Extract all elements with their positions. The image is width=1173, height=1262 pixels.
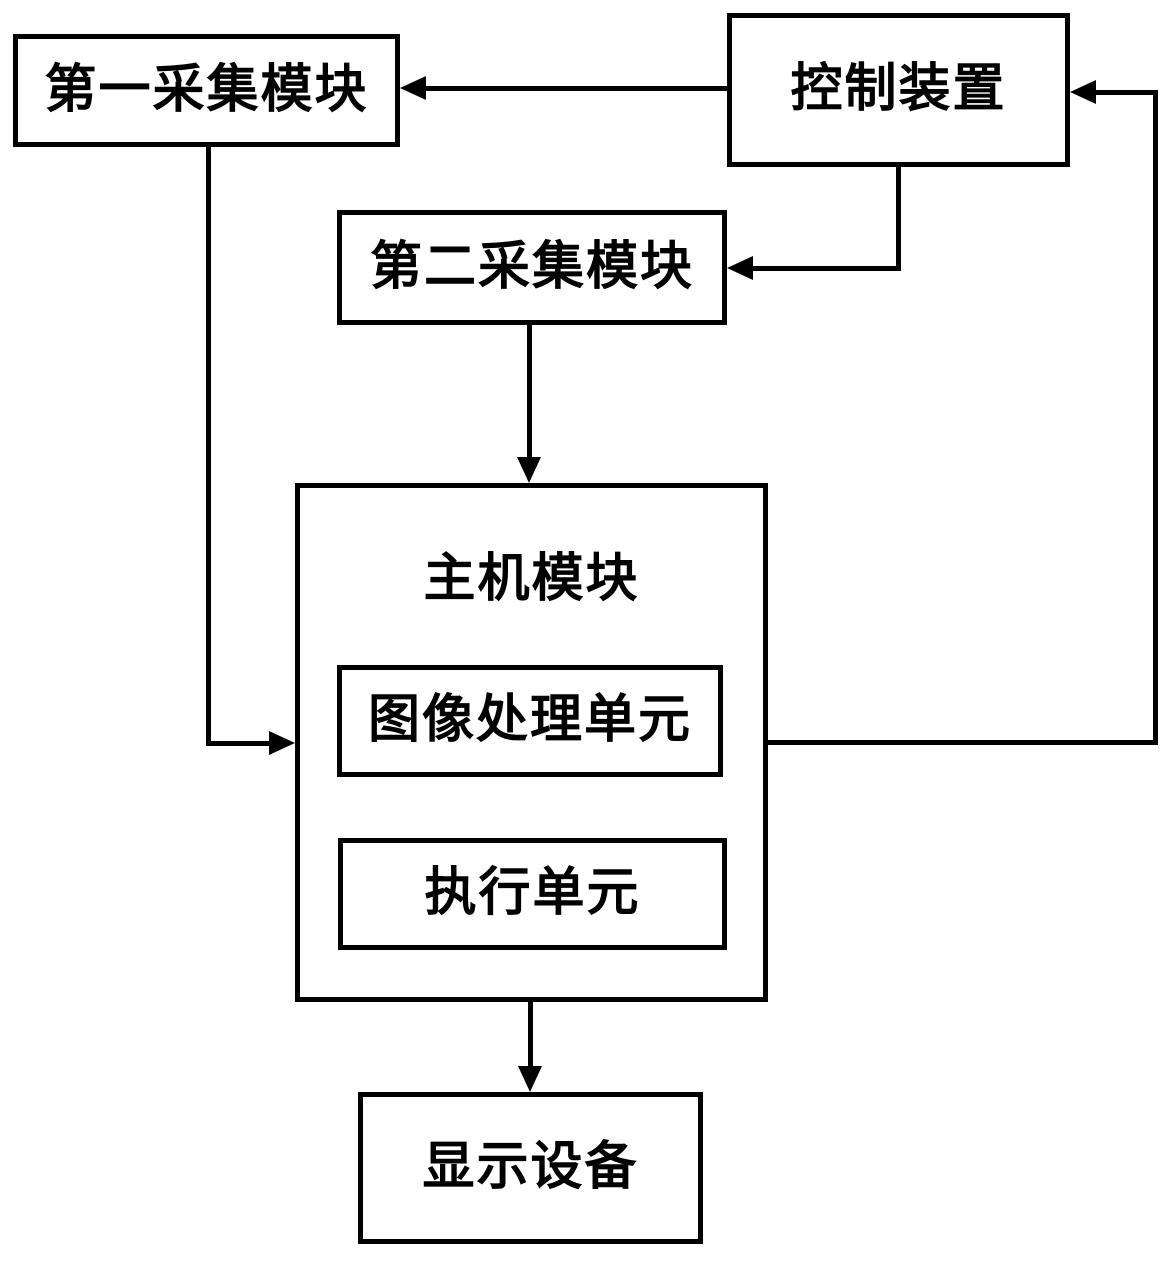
execution-unit-box: 执行单元 xyxy=(338,838,727,950)
arrow-first-to-host-head-icon xyxy=(269,731,295,755)
host-module-label-row: 主机模块 xyxy=(300,550,763,608)
arrow-host-to-control-head-icon xyxy=(1070,80,1096,104)
arrow-host-to-display-head-icon xyxy=(518,1066,542,1092)
arrow-first-to-host-vline xyxy=(206,147,211,746)
arrow-host-to-control-bottom-hline xyxy=(768,740,1158,745)
arrow-control-to-first-head-icon xyxy=(400,76,426,100)
host-module-label: 主机模块 xyxy=(423,550,640,608)
arrow-control-to-first-line xyxy=(426,86,727,91)
image-processing-unit-label: 图像处理单元 xyxy=(367,691,692,750)
arrow-control-to-second-hline xyxy=(751,266,901,271)
host-module-box: 主机模块 图像处理单元 执行单元 xyxy=(295,483,768,1002)
image-processing-unit-box: 图像处理单元 xyxy=(337,665,723,777)
arrow-control-to-second-vline xyxy=(896,167,901,271)
first-acquisition-module-label: 第一采集模块 xyxy=(44,60,369,119)
arrow-host-to-control-vline xyxy=(1153,90,1158,745)
display-device-label: 显示设备 xyxy=(422,1138,639,1197)
first-acquisition-module-box: 第一采集模块 xyxy=(13,34,400,147)
second-acquisition-module-box: 第二采集模块 xyxy=(337,210,727,325)
arrow-host-to-display-line xyxy=(528,1002,533,1066)
control-device-box: 控制装置 xyxy=(727,13,1070,167)
arrow-first-to-host-hline xyxy=(206,741,269,746)
second-acquisition-module-label: 第二采集模块 xyxy=(369,237,694,296)
arrow-host-to-control-top-hline xyxy=(1096,90,1158,95)
display-device-box: 显示设备 xyxy=(358,1092,703,1244)
arrow-control-to-second-head-icon xyxy=(727,256,753,280)
execution-unit-label: 执行单元 xyxy=(424,864,641,923)
arrow-second-to-host-line xyxy=(527,325,532,457)
arrow-second-to-host-head-icon xyxy=(517,457,541,483)
control-device-label: 控制装置 xyxy=(790,60,1007,119)
